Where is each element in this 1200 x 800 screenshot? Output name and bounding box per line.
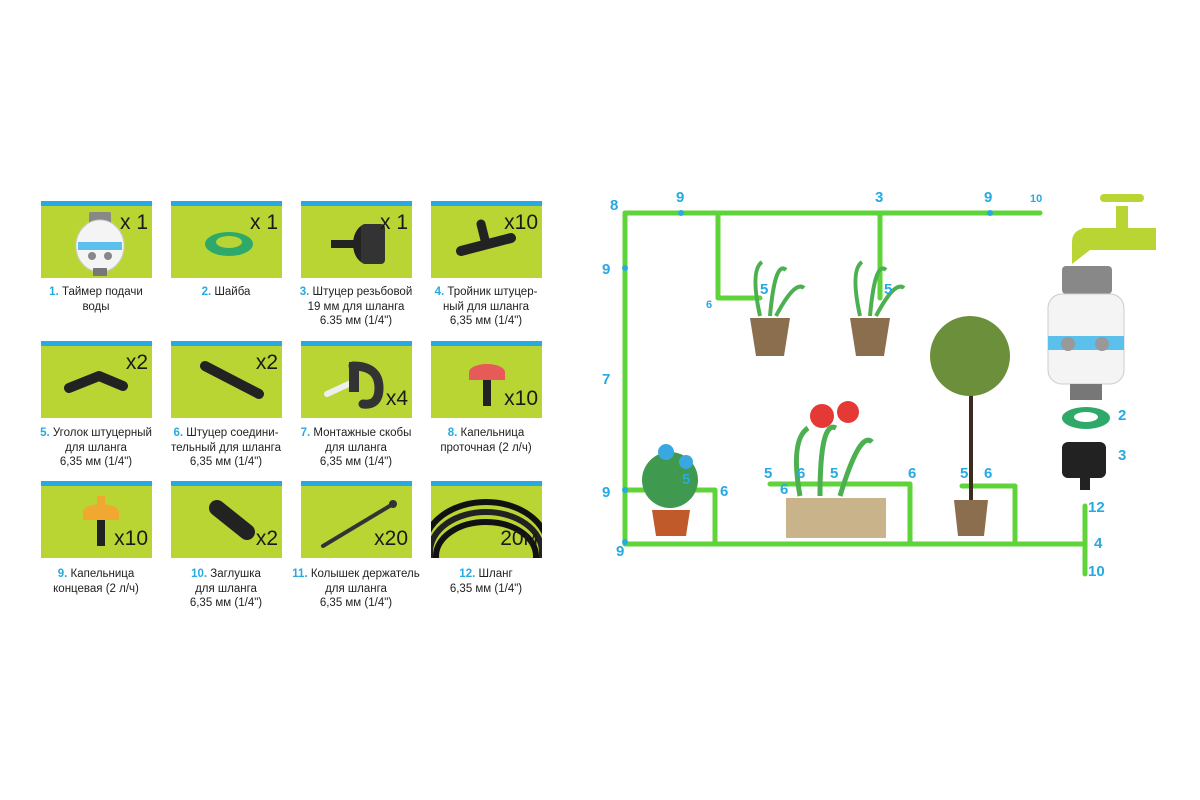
- diagram-label: 2: [1118, 407, 1127, 424]
- quantity-badge: x2: [125, 351, 148, 374]
- diagram-label: 6: [984, 465, 993, 482]
- tee-connector-icon: [456, 219, 516, 256]
- diagram-label: 9: [984, 189, 993, 206]
- end-dripper-icon: [83, 496, 119, 546]
- hose-coil-icon: [431, 499, 542, 558]
- diagram-label: 9: [616, 543, 625, 560]
- part-card-end-dripper: x10: [41, 481, 152, 558]
- diagram-label: 4: [1094, 535, 1103, 552]
- part-caption: 8. Капельница проточная (2 л/ч): [440, 427, 532, 454]
- part-card-washer: x 1: [171, 201, 282, 278]
- diagram-label: 10: [1030, 193, 1043, 205]
- part-caption: 3. Штуцер резьбовой 19 мм для шланга 6.3…: [299, 286, 413, 327]
- parts-grid: x 1 x 1 x 1 x10 x2 x2: [40, 201, 542, 609]
- diagram-label: 5: [760, 281, 769, 298]
- elbow-connector-icon: [64, 371, 128, 393]
- diagram-label: 5: [764, 465, 773, 482]
- part-card-tee-connector: x10: [431, 201, 542, 278]
- washer-icon: [205, 232, 253, 256]
- part-card-threaded-fitting: x 1: [301, 201, 412, 278]
- quantity-badge: x 1: [379, 211, 408, 234]
- diagram-label: 6: [908, 465, 917, 482]
- diagram-label: 8: [610, 197, 619, 214]
- quantity-badge: x10: [504, 387, 538, 410]
- part-caption: 2. Шайба: [201, 286, 251, 298]
- quantity-badge: x10: [114, 527, 148, 550]
- diagram-label: 5: [682, 471, 691, 488]
- quantity-badge: x 1: [119, 211, 148, 234]
- mounting-clip-icon: [324, 361, 384, 409]
- part-caption: 10. Заглушка для шланга 6,35 мм (1/4"): [189, 568, 263, 609]
- part-caption: 9. Капельница концевая (2 л/ч): [53, 568, 139, 595]
- diagram-label: 5: [884, 281, 893, 298]
- part-card-mounting-clip: x4: [301, 341, 412, 418]
- diagram-label: 6: [720, 483, 729, 500]
- quantity-badge: x4: [385, 387, 408, 410]
- quantity-badge: x2: [255, 351, 278, 374]
- diagram-label: 7: [602, 371, 611, 388]
- diagram-label: 6: [706, 299, 713, 311]
- part-card-inline-dripper: x10: [431, 341, 542, 418]
- inline-dripper-icon: [469, 364, 505, 406]
- part-caption: 5. Уголок штуцерный для шланга 6,35 мм (…: [40, 427, 152, 468]
- diagram-label: 9: [602, 484, 611, 501]
- quantity-badge: x20: [374, 527, 408, 550]
- diagram-label: 6: [780, 481, 789, 498]
- quantity-badge: 20м: [500, 527, 538, 550]
- hose-plug-icon: [209, 500, 255, 540]
- diagram-label: 3: [1118, 447, 1127, 464]
- part-caption: 1. Таймер подачи воды: [49, 286, 143, 313]
- threaded-fitting-icon: [331, 224, 385, 264]
- part-caption: 12. Шланг 6,35 мм (1/4"): [449, 568, 523, 595]
- hose-stake-icon: [321, 500, 397, 548]
- potted-plant-icon: [642, 316, 1010, 538]
- part-caption: 7. Монтажные скобы для шланга 6,35 мм (1…: [300, 427, 412, 468]
- quantity-badge: x10: [504, 211, 538, 234]
- diagram-label: 9: [676, 189, 685, 206]
- installation-diagram: 8 9 3 9 10 9 6 5 5 7 9 9 5 6 5 6 6 5 6 5…: [590, 180, 1190, 600]
- diagram-label: 9: [602, 261, 611, 278]
- part-card-elbow-connector: x2: [41, 341, 152, 418]
- part-caption: 11. Колышек держатель для шланга 6,35 мм…: [292, 568, 420, 609]
- faucet-icon: [1072, 194, 1156, 264]
- part-card-hose-coil: 20м: [431, 481, 542, 558]
- water-timer-icon: [75, 212, 125, 276]
- diagram-label: 3: [875, 189, 884, 206]
- diagram-label: 5: [960, 465, 969, 482]
- part-card-water-timer: x 1: [41, 201, 152, 278]
- hanging-plant-icon: [750, 260, 906, 356]
- part-caption: 6. Штуцер соедини- тельный для шланга 6,…: [171, 427, 281, 468]
- tubing-layout: [622, 194, 1156, 577]
- diagram-label: 12: [1088, 499, 1105, 516]
- part-card-hose-plug: x2: [171, 481, 282, 558]
- diagram-label: 10: [1088, 563, 1105, 580]
- part-card-hose-stake: x20: [301, 481, 412, 558]
- quantity-badge: x2: [255, 527, 278, 550]
- diagram-label: 6: [797, 465, 806, 482]
- water-timer-device-icon: [1047, 266, 1125, 490]
- part-caption: 4. Тройник штуцер- ный для шланга 6,35 м…: [434, 286, 538, 327]
- quantity-badge: x 1: [249, 211, 278, 234]
- diagram-label: 5: [830, 465, 839, 482]
- part-card-straight-connector: x2: [171, 341, 282, 418]
- straight-connector-icon: [200, 361, 264, 399]
